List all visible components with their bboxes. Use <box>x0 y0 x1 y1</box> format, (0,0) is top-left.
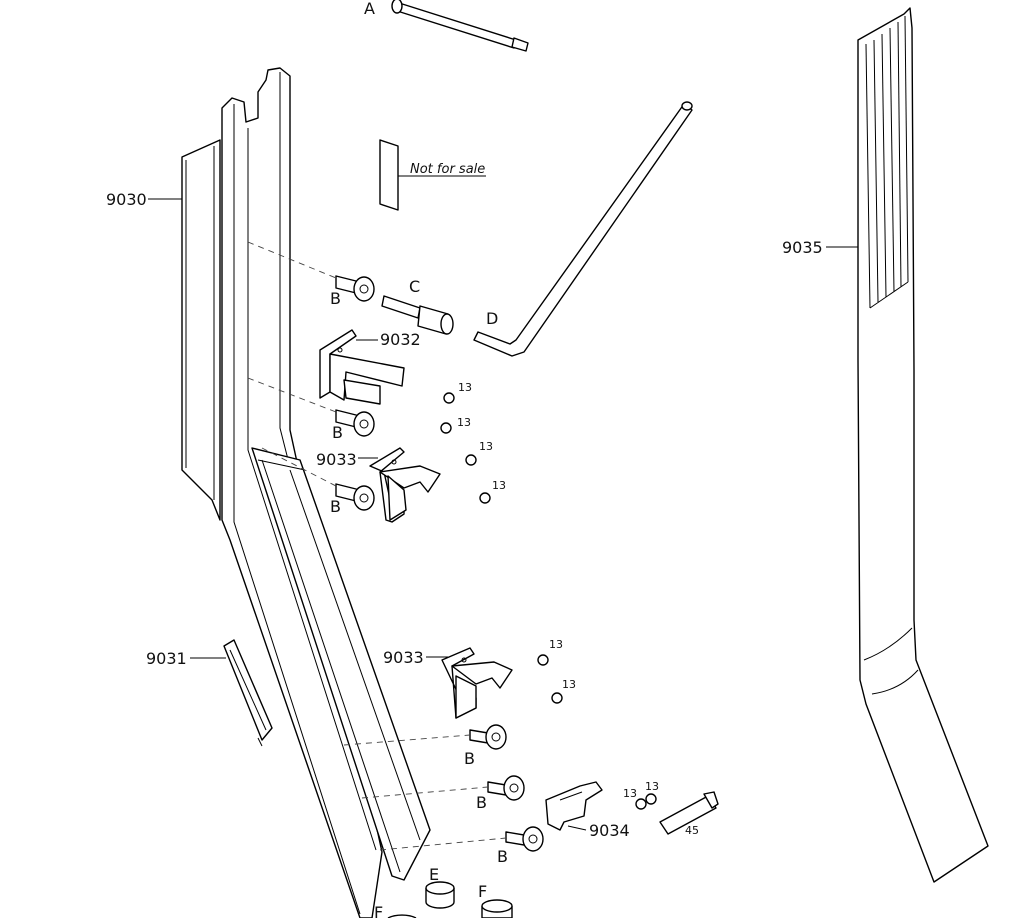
label-13-c: 13 <box>479 440 493 453</box>
part-9031-grip <box>223 639 273 747</box>
label-9034: 9034 <box>589 821 630 840</box>
label-13-f: 13 <box>562 678 576 691</box>
label-13-h: 13 <box>645 780 659 793</box>
assembly-lines <box>247 241 507 851</box>
screw-b-3 <box>335 483 375 511</box>
label-9035: 9035 <box>782 238 823 257</box>
part-9032-bracket <box>319 329 405 405</box>
label-13-a: 13 <box>458 381 472 394</box>
label-b-1: B <box>330 289 341 308</box>
label-45: 45 <box>685 824 699 837</box>
part-9033-bracket-upper <box>369 447 441 523</box>
not-for-sale-card: Not for sale <box>379 139 486 211</box>
part-9030-frame <box>181 67 431 918</box>
label-9030: 9030 <box>106 190 147 209</box>
label-b-3: B <box>330 497 341 516</box>
part-c-sleeve <box>381 295 454 335</box>
screw-b-2 <box>335 409 375 437</box>
small-screws-13 <box>440 392 657 810</box>
label-13-d: 13 <box>492 479 506 492</box>
label-d: D <box>486 309 498 328</box>
part-e-disc <box>425 881 455 909</box>
leader-lines <box>148 198 858 831</box>
part-45-tool <box>659 791 719 835</box>
label-9031: 9031 <box>146 649 187 668</box>
screw-b-6 <box>505 826 544 852</box>
label-13-g: 13 <box>623 787 637 800</box>
part-d-hex-key <box>473 101 693 357</box>
label-b-4: B <box>464 749 475 768</box>
screw-b-4 <box>469 724 507 750</box>
label-b-6: B <box>497 847 508 866</box>
part-9033-bracket-lower <box>441 647 513 719</box>
label-9033-lower: 9033 <box>383 648 424 667</box>
label-9032: 9032 <box>380 330 421 349</box>
label-13-b: 13 <box>457 416 471 429</box>
label-b-2: B <box>332 423 343 442</box>
label-13-e: 13 <box>549 638 563 651</box>
label-a: A <box>364 0 375 18</box>
part-9034-clip <box>545 781 603 831</box>
screw-b-5 <box>487 775 525 801</box>
label-f-1: F <box>478 882 487 901</box>
label-e: E <box>429 865 439 884</box>
label-f-2: F <box>374 903 383 918</box>
not-for-sale-label: Not for sale <box>410 162 485 177</box>
label-9033-upper: 9033 <box>316 450 357 469</box>
part-a-pin <box>391 0 529 52</box>
part-f-disc <box>387 899 513 918</box>
part-9035-profile <box>857 7 989 883</box>
label-b-5: B <box>476 793 487 812</box>
label-c: C <box>409 277 420 296</box>
screw-b-1 <box>335 275 375 302</box>
